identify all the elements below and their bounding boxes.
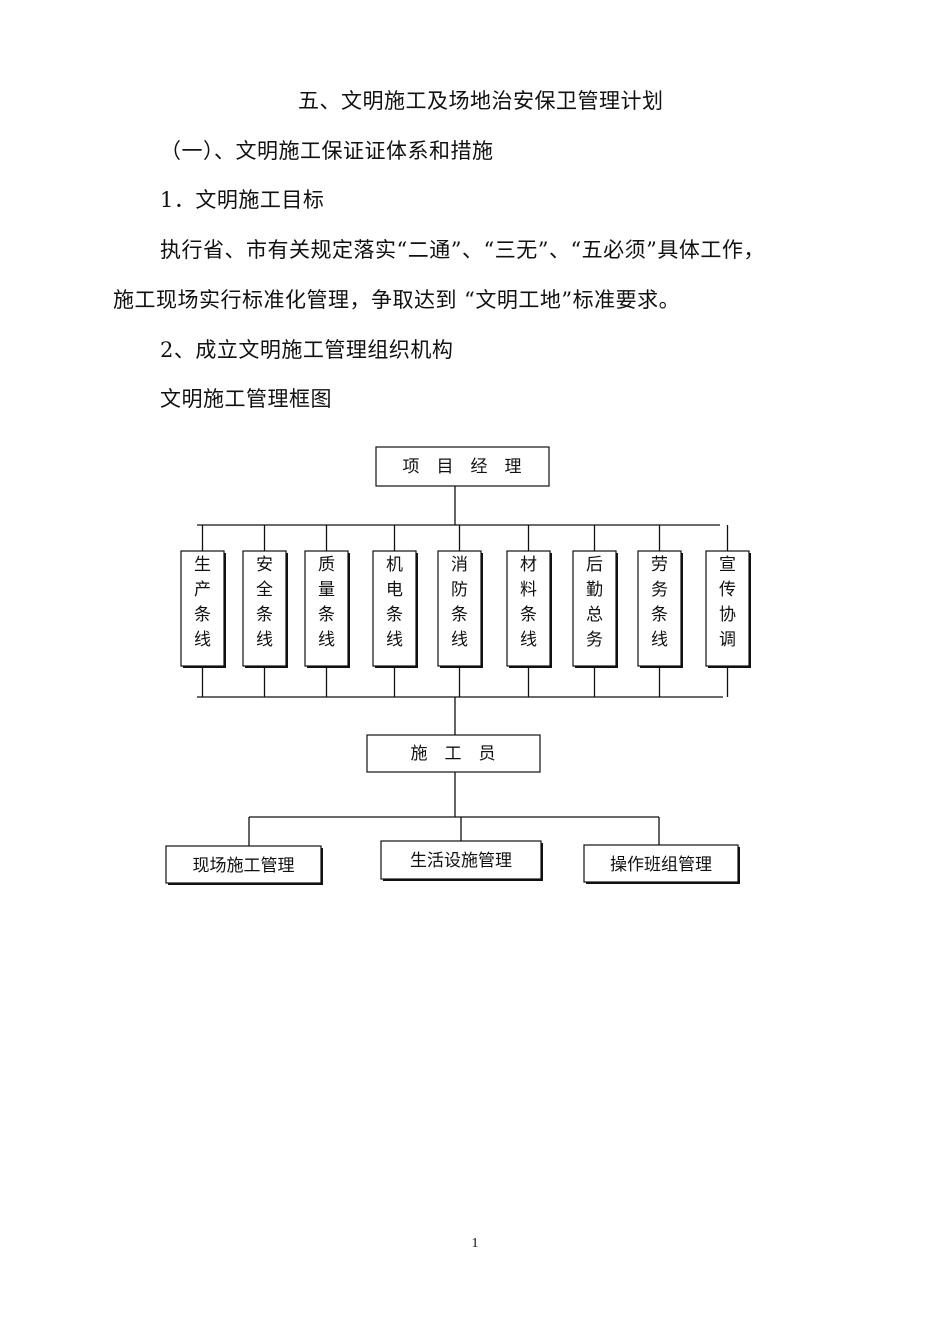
- department-label-char: 料: [520, 580, 537, 600]
- section-heading: （一）、文明施工保证证体系和措施: [160, 139, 494, 163]
- department-label-char: 总: [586, 605, 603, 625]
- department-label-char: 线: [651, 630, 668, 650]
- department-label-char: 务: [586, 630, 603, 650]
- box-top-manager: [375, 446, 550, 487]
- department-label-char: 条: [520, 605, 537, 625]
- department-box: [506, 550, 551, 667]
- department-label-char: 后: [586, 555, 603, 575]
- department-label-char: 全: [256, 580, 273, 600]
- department-label-char: 宣: [719, 555, 736, 575]
- diagram-caption: 文明施工管理框图: [160, 387, 332, 411]
- department-label-char: 条: [451, 605, 468, 625]
- department-label-char: 勤: [586, 580, 603, 600]
- department-label-char: 产: [194, 580, 211, 600]
- department-box: [705, 550, 750, 667]
- page-number: 1: [471, 1236, 479, 1251]
- department-label-char: 机: [386, 555, 403, 575]
- box-construction-staff-label: 施 工 员: [411, 744, 496, 764]
- bottom-box: [165, 845, 322, 884]
- department-label-char: 条: [386, 605, 403, 625]
- department-box: [637, 550, 682, 667]
- bottom-box-label: 现场施工管理: [193, 856, 295, 876]
- department-label-char: 消: [451, 555, 468, 575]
- department-label-char: 材: [520, 555, 537, 575]
- department-box: [572, 550, 617, 667]
- department-label-char: 生: [194, 555, 211, 575]
- department-box: [304, 550, 349, 667]
- department-label-char: 线: [386, 630, 403, 650]
- document-title: 五、文明施工及场地治安保卫管理计划: [298, 89, 664, 113]
- bottom-box: [380, 840, 542, 880]
- bottom-box-label: 操作班组管理: [610, 855, 712, 875]
- department-label-char: 线: [256, 630, 273, 650]
- bottom-box: [583, 844, 739, 883]
- box-top-manager-label: 项 目 经 理: [403, 457, 522, 477]
- department-box: [180, 550, 225, 667]
- paragraph-line-2: 施工现场实行标准化管理，争取达到 “文明工地”标准要求。: [113, 288, 681, 312]
- department-label-char: 传: [719, 580, 736, 600]
- department-label-char: 条: [256, 605, 273, 625]
- department-label-char: 防: [451, 580, 468, 600]
- department-box: [437, 550, 482, 667]
- department-label-char: 条: [318, 605, 335, 625]
- department-label-char: 量: [318, 580, 335, 600]
- department-label-char: 线: [520, 630, 537, 650]
- department-box: [242, 550, 287, 667]
- department-label-char: 条: [651, 605, 668, 625]
- department-label-char: 线: [194, 630, 211, 650]
- department-label-char: 线: [451, 630, 468, 650]
- item-2-heading: 2、成立文明施工管理组织机构: [160, 338, 454, 362]
- department-box: [372, 550, 417, 667]
- department-label-char: 协: [719, 605, 736, 625]
- bottom-box-label: 生活设施管理: [410, 851, 512, 871]
- box-construction-staff: [366, 734, 541, 773]
- department-label-char: 务: [651, 580, 668, 600]
- department-label-char: 安: [256, 555, 273, 575]
- department-label-char: 调: [719, 630, 736, 650]
- paragraph-line-1: 执行省、市有关规定落实“二通”、“三无”、“五必须”具体工作，: [160, 238, 765, 262]
- item-1-heading: 1．文明施工目标: [160, 188, 325, 212]
- department-label-char: 质: [318, 555, 335, 575]
- department-label-char: 电: [386, 580, 403, 600]
- department-label-char: 条: [194, 605, 211, 625]
- department-label-char: 劳: [651, 555, 668, 575]
- department-label-char: 线: [318, 630, 335, 650]
